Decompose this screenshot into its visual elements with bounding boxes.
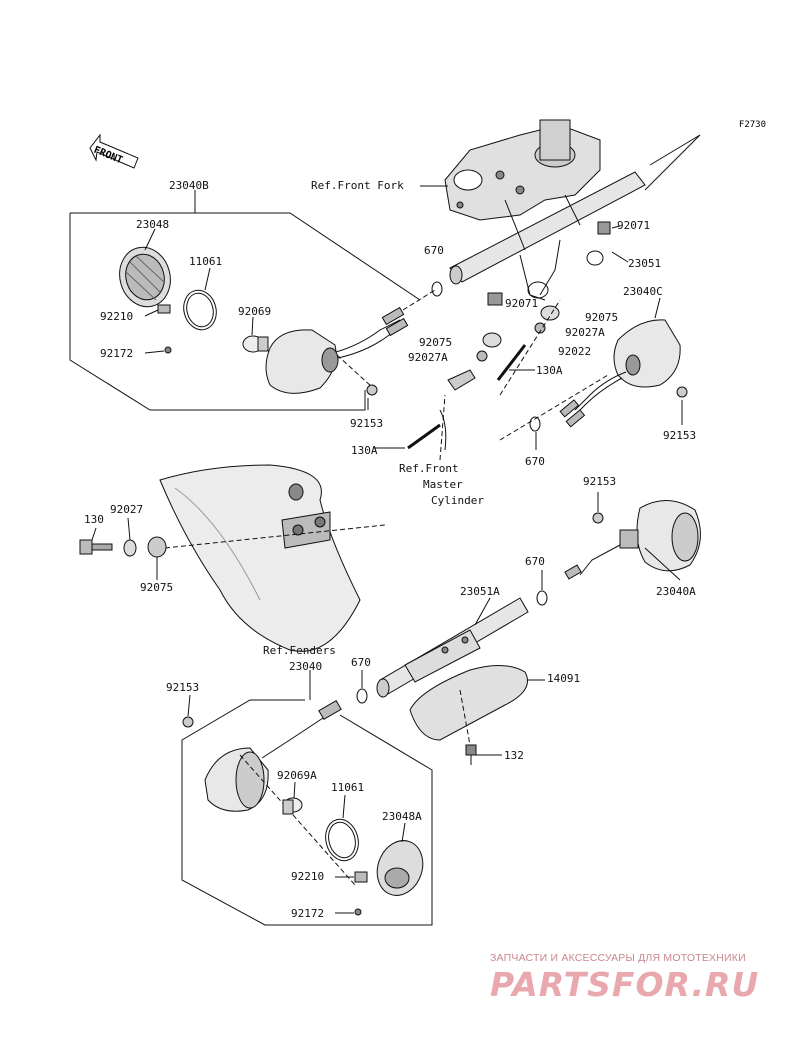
watermark-logo: PARTSFOR.RU xyxy=(490,965,760,1004)
callout-92075-right: 92075 xyxy=(585,311,619,324)
callout-23040: 23040 xyxy=(289,660,323,673)
callout-23040a: 23040A xyxy=(656,585,696,598)
callout-92027: 92027 xyxy=(110,503,144,516)
callout-92069: 92069 xyxy=(238,305,272,318)
callout-23051a: 23051A xyxy=(460,585,500,598)
callout-670-low: 670 xyxy=(525,555,545,568)
callout-92071-mid: 92071 xyxy=(505,297,539,310)
callout-92153-a: 92153 xyxy=(583,475,617,488)
callout-670-bottom: 670 xyxy=(351,656,371,669)
callout-670-top: 670 xyxy=(424,244,444,257)
callout-23040c: 23040C xyxy=(623,285,663,298)
callout-23048: 23048 xyxy=(136,218,170,231)
callout-92075-left: 92075 xyxy=(419,336,453,349)
callout-ref-master-2: Master xyxy=(423,478,463,491)
bulb-92069 xyxy=(242,335,269,353)
housing-23040 xyxy=(204,699,342,812)
callout-670-mid: 670 xyxy=(525,455,545,468)
callout-92172-low: 92172 xyxy=(291,907,325,920)
callout-92153-b: 92153 xyxy=(166,681,200,694)
callout-130a-right: 130A xyxy=(536,364,563,377)
ring-11061-lower xyxy=(325,818,359,862)
diagram-code: F2730 xyxy=(738,120,766,130)
stay-23051 xyxy=(449,171,646,301)
stay-23051a xyxy=(376,597,529,698)
housing-23040a xyxy=(579,500,701,576)
front-fender xyxy=(159,464,361,652)
callout-92022: 92022 xyxy=(558,345,592,358)
callout-92210-top: 92210 xyxy=(100,310,134,323)
callout-92071-right: 92071 xyxy=(617,219,651,232)
callout-92027a-left: 92027A xyxy=(408,351,448,364)
callout-14091: 14091 xyxy=(547,672,581,685)
box-23040b xyxy=(69,212,421,411)
housing-23040c xyxy=(559,319,681,428)
bulb-92069a xyxy=(282,797,303,815)
callout-92153-left: 92153 xyxy=(350,417,384,430)
callout-23040b: 23040B xyxy=(169,179,209,192)
callout-92153-right: 92153 xyxy=(663,429,697,442)
callout-92069a: 92069A xyxy=(277,769,317,782)
box-23040 xyxy=(181,699,433,926)
callout-130: 130 xyxy=(84,513,104,526)
lens-23048a xyxy=(376,840,424,896)
bolt-130 xyxy=(79,539,113,555)
housing-23040b xyxy=(265,306,409,394)
callout-11061-top: 11061 xyxy=(189,255,223,268)
ring-11061 xyxy=(183,289,217,331)
callout-23051: 23051 xyxy=(628,257,662,270)
callout-ref-fenders: Ref.Fenders xyxy=(263,644,336,657)
callout-92027a-right: 92027A xyxy=(565,326,605,339)
callout-23048a: 23048A xyxy=(382,810,422,823)
callout-130a-left: 130A xyxy=(351,444,378,457)
callout-ref-master-3: Cylinder xyxy=(431,494,484,507)
lens-23048 xyxy=(119,246,171,308)
callout-ref-front-fork: Ref.Front Fork xyxy=(311,179,404,192)
front-arrow-icon xyxy=(89,133,139,169)
callout-11061-low: 11061 xyxy=(331,781,365,794)
callout-92210-low: 92210 xyxy=(291,870,325,883)
watermark-tagline: ЗАПЧАСТИ И АКСЕССУАРЫ ДЛЯ МОТОТЕХНИКИ xyxy=(490,952,746,964)
callout-132: 132 xyxy=(504,749,524,762)
callout-ref-master-1: Ref.Front xyxy=(399,462,459,475)
callout-92075-low: 92075 xyxy=(140,581,174,594)
callout-92172-top: 92172 xyxy=(100,347,134,360)
front-fork-bracket xyxy=(444,119,601,221)
cover-14091 xyxy=(409,665,528,741)
